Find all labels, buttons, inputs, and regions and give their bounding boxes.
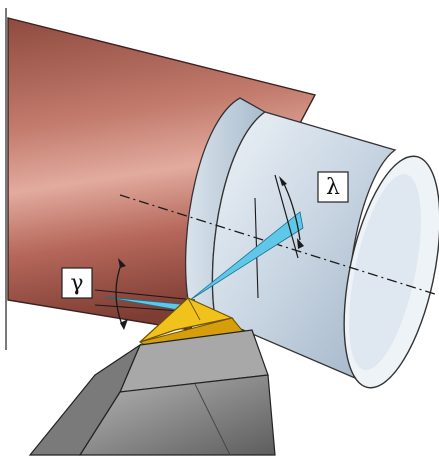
- gamma-label-group: γ: [61, 267, 93, 299]
- holder-face: [28, 343, 142, 456]
- inclination-angle-marker: [189, 174, 304, 301]
- insert-top: [139, 297, 234, 343]
- lambda-label-box: [317, 171, 349, 203]
- axis-centerline: [119, 194, 439, 296]
- lambda-label: λ: [326, 175, 340, 200]
- workpiece: [7, 17, 439, 389]
- inclination-wedge: [189, 211, 304, 301]
- end-face-shading: [349, 173, 421, 371]
- gamma-label-box: [61, 267, 93, 299]
- tool-holder: [28, 329, 276, 456]
- lambda-label-group: λ: [317, 171, 349, 203]
- gamma-label: γ: [70, 271, 83, 296]
